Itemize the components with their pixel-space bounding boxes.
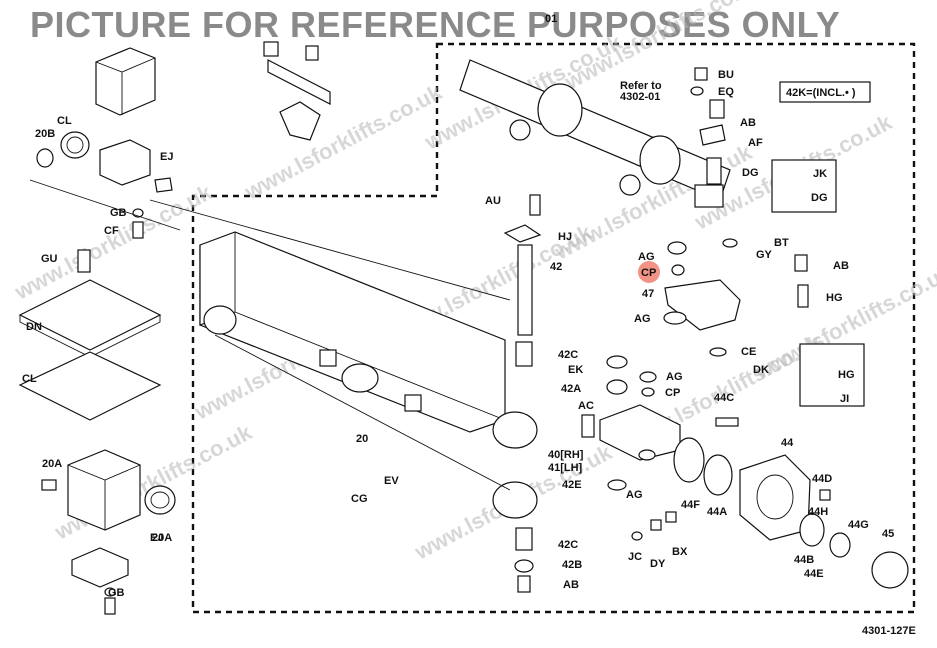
reference-note-line2: 4302-01	[620, 91, 660, 103]
inset-box-hg-ji	[799, 343, 865, 407]
reference-banner: PICTURE FOR REFERENCE PURPOSES ONLY	[30, 4, 841, 45]
left-column-parts	[18, 47, 176, 615]
part-label: HG	[838, 369, 855, 381]
part-label: AG	[626, 489, 643, 501]
part-label: EV	[384, 475, 399, 487]
part-label: GB	[108, 587, 125, 599]
part-label: BX	[672, 546, 688, 558]
kit-note: 42K=(INCL.• )	[786, 87, 856, 99]
part-label: EK	[568, 364, 583, 376]
part-label: 44	[781, 437, 794, 449]
part-label: 42E	[562, 479, 582, 491]
part-label: EJ	[150, 532, 163, 544]
part-label: HG	[826, 292, 843, 304]
part-label: 20B	[35, 128, 55, 140]
part-label: AB	[563, 579, 579, 591]
part-label: CG	[351, 493, 368, 505]
part-label: AU	[485, 195, 501, 207]
kingpin-assembly	[503, 194, 542, 593]
part-label: GU	[41, 253, 58, 265]
part-label: AB	[740, 117, 756, 129]
part-label: 42B	[562, 559, 582, 571]
part-label: AG	[666, 371, 683, 383]
part-label: JI	[840, 393, 849, 405]
axle-beam	[29, 179, 538, 519]
part-label: 44G	[848, 519, 869, 531]
part-label: 44E	[804, 568, 824, 580]
reference-note-line1: Refer to	[620, 80, 662, 92]
inset-box-jk-dg	[771, 159, 837, 213]
part-label: 20	[356, 433, 368, 445]
part-label: DG	[742, 167, 759, 179]
part-label: CL	[22, 373, 37, 385]
part-label: EJ	[160, 151, 173, 163]
part-label: AB	[833, 260, 849, 272]
knuckle-hub	[581, 355, 909, 589]
part-label: DG	[811, 192, 828, 204]
part-label: GB	[110, 207, 127, 219]
part-label: 41[LH]	[548, 462, 583, 474]
diagram-code: 4301-127E	[862, 625, 916, 637]
part-label: 01	[545, 13, 557, 25]
part-label: 42	[550, 261, 562, 273]
part-label: JC	[628, 551, 642, 563]
part-label: 40[RH]	[548, 449, 584, 461]
watermark-text: www.lsforklifts.co.uk	[10, 179, 217, 305]
part-label: 44B	[794, 554, 814, 566]
part-label: 42C	[558, 539, 578, 551]
assembly-boundary	[191, 42, 916, 614]
part-label: CF	[104, 225, 119, 237]
highlighted-part-marker	[638, 261, 660, 283]
part-label: 44H	[808, 506, 828, 518]
part-label: GY	[756, 249, 773, 261]
part-label: BU	[718, 69, 734, 81]
kit-note-box	[779, 81, 871, 103]
right-hardware	[663, 67, 809, 357]
part-label: 44D	[812, 473, 832, 485]
part-label: DN	[26, 321, 42, 333]
steering-cylinder	[459, 59, 731, 208]
part-label: 44F	[681, 499, 700, 511]
part-label: 47	[642, 288, 654, 300]
part-label: DY	[650, 558, 666, 570]
part-label: AG	[634, 313, 651, 325]
part-label: 44A	[707, 506, 727, 518]
part-label: 20A	[42, 458, 62, 470]
part-label: AF	[748, 137, 763, 149]
part-label: DK	[753, 364, 769, 376]
part-label: 44C	[714, 392, 734, 404]
part-label: JK	[813, 168, 827, 180]
part-label: 42A	[561, 383, 581, 395]
part-label: EQ	[718, 86, 734, 98]
part-label: CE	[741, 346, 756, 358]
part-label: 42C	[558, 349, 578, 361]
part-label: BT	[774, 237, 789, 249]
part-label: CP	[641, 267, 656, 279]
part-label: 45	[882, 528, 894, 540]
part-label: AG	[638, 251, 655, 263]
part-label: CL	[57, 115, 72, 127]
top-brackets	[263, 41, 331, 141]
part-label: 20A	[152, 532, 172, 544]
watermark-text: www.lsforklifts.co.uk	[240, 79, 447, 205]
part-label: AC	[578, 400, 594, 412]
part-label: HJ	[558, 231, 572, 243]
part-label: CP	[665, 387, 680, 399]
